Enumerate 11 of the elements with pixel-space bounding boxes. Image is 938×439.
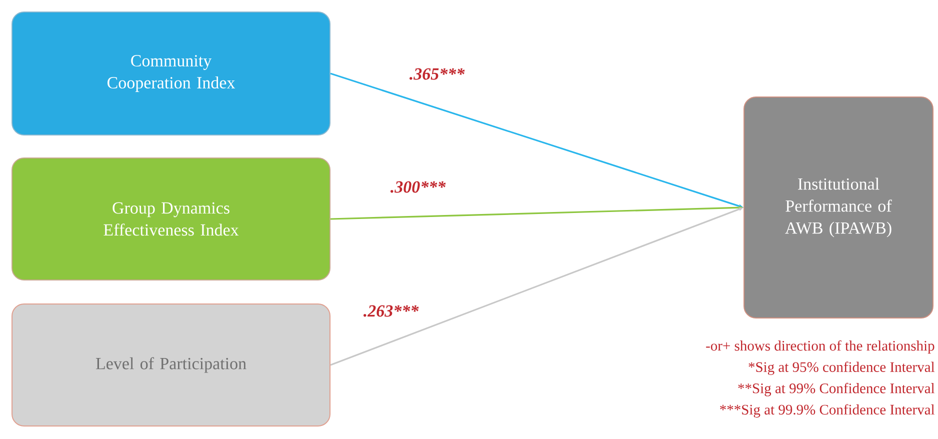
- edge-label: .263***: [364, 305, 419, 317]
- process-box: Group Dynamics Effectiveness Index: [12, 158, 330, 280]
- note: **Sig at 99% Confidence Interval: [738, 382, 935, 396]
- edge-label: .300***: [390, 181, 446, 193]
- edge-label: .365***: [410, 68, 465, 80]
- process-box: Community Cooperation Index: [12, 12, 330, 136]
- process-box: Level of Participation: [12, 304, 330, 426]
- note: *Sig at 95% confidence Interval: [748, 362, 935, 375]
- note: ***Sig at 99.9% Confidence Interval: [720, 404, 935, 418]
- process-box: Institutional Performance of AWB (IPAWB): [744, 96, 934, 318]
- note: -or+ shows direction of the relationship: [706, 340, 934, 354]
